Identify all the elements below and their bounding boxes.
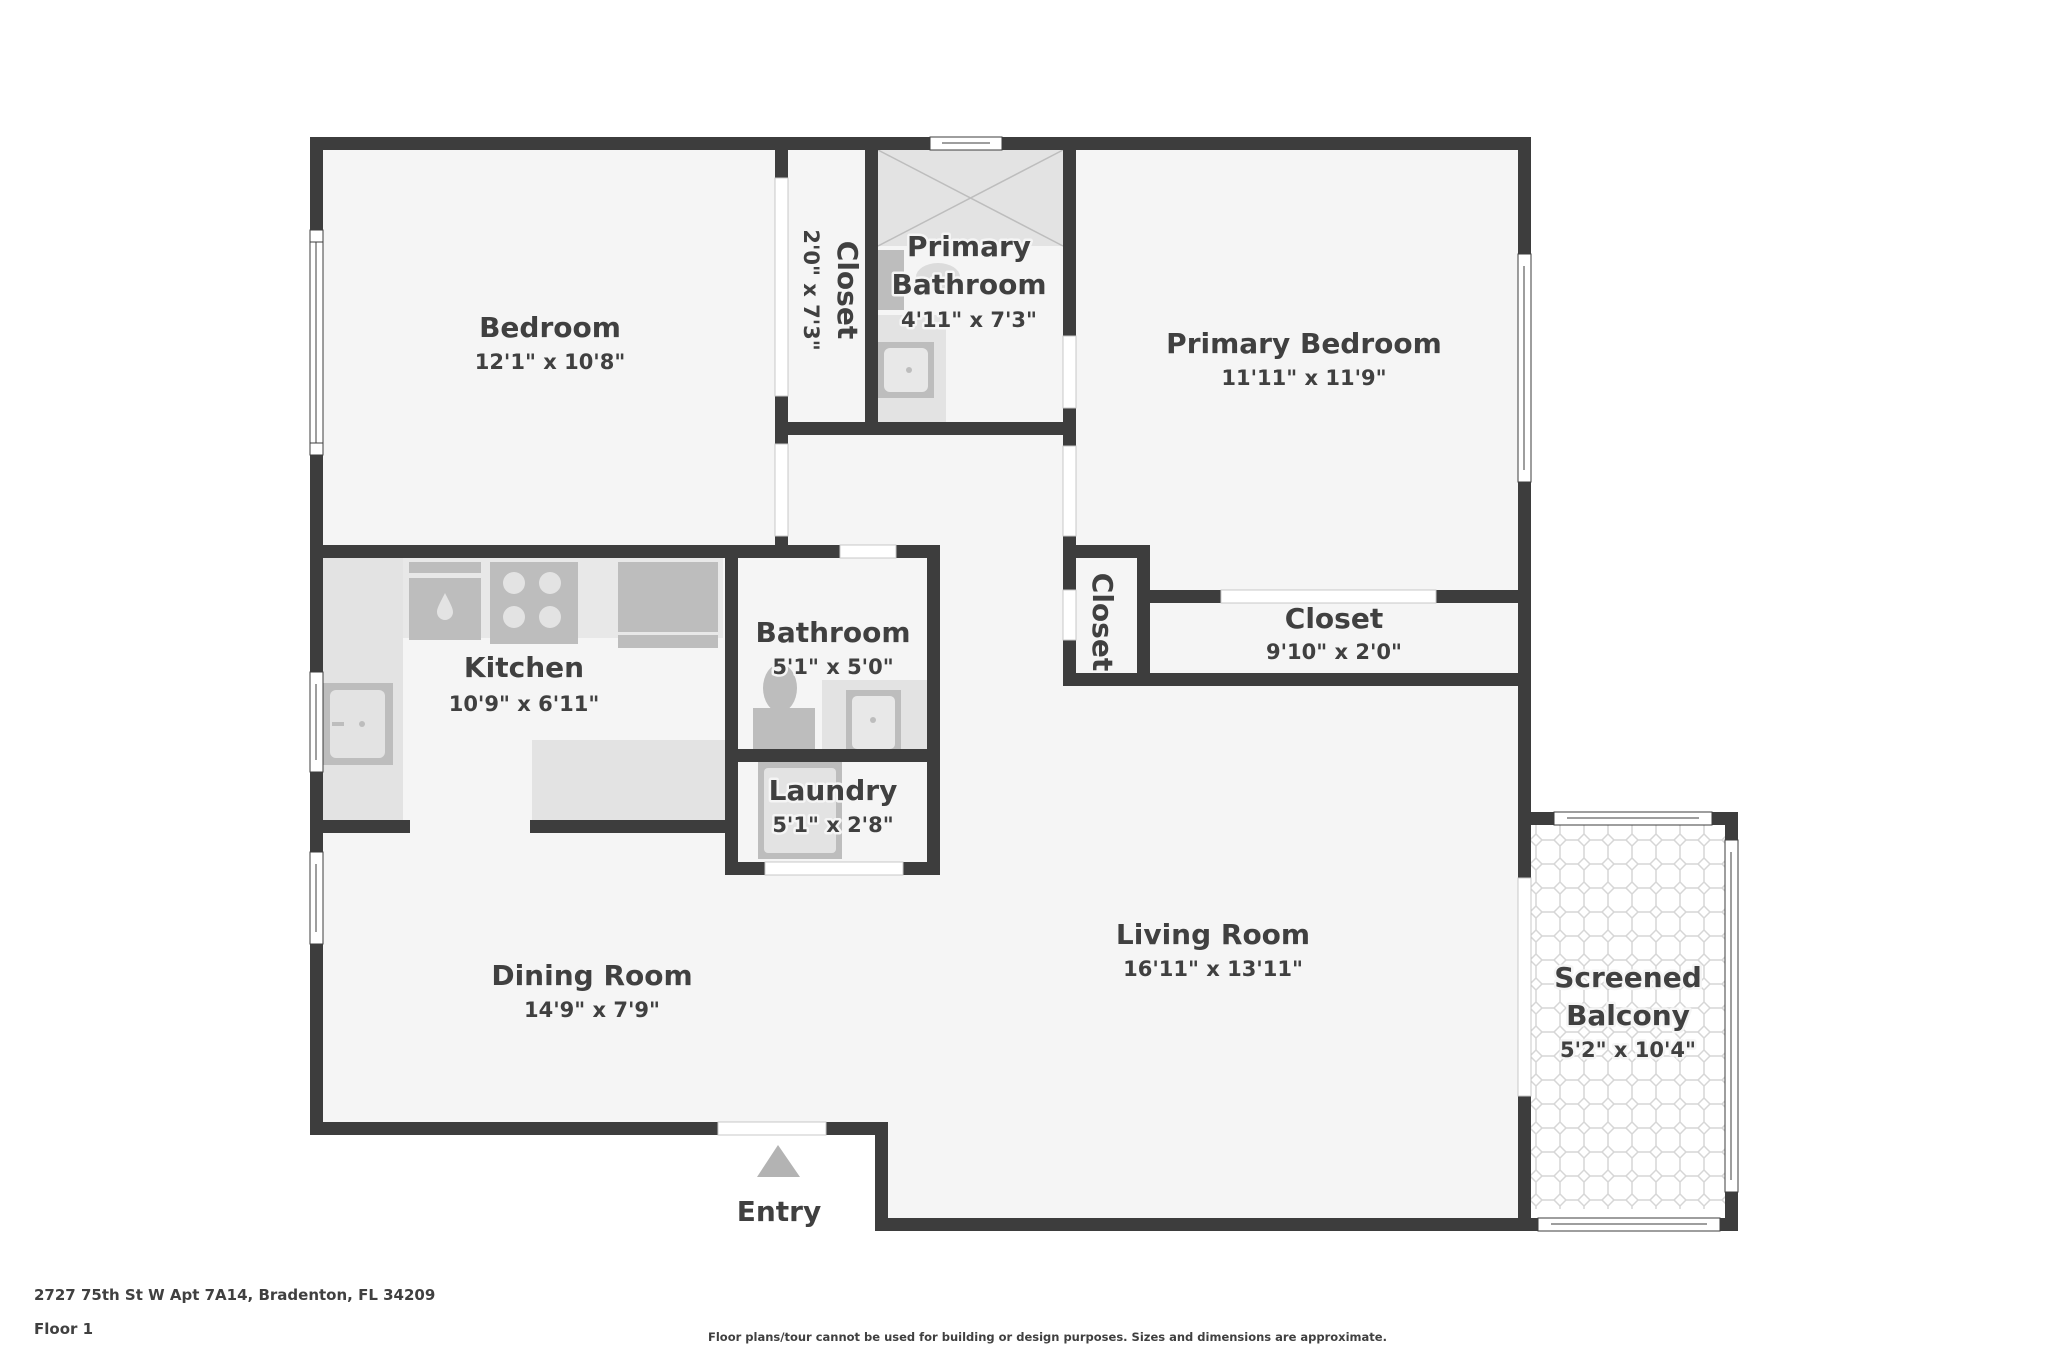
door-primary-bedroom [1062,445,1077,537]
balcony-screen-bottom [1537,1217,1721,1232]
room-closet-1: Closet 2'0" x 7'3" [799,229,864,350]
primary-toilet-bowl [916,263,960,291]
room-name: Dining Room [491,959,692,992]
room-screened-balcony: Screened Balcony 5'2" x 10'4" [1552,959,1705,1065]
entry-arrow-icon [757,1145,800,1177]
room-dims: 2'0" x 7'3" [799,229,823,350]
room-name: Living Room [1116,918,1310,951]
window-primary-bath [929,136,1003,151]
room-dims: 16'11" x 13'11" [1123,957,1303,981]
room-dims: 5'2" x 10'4" [1560,1038,1696,1062]
room-dims: 12'1" x 10'8" [475,350,626,374]
room-name-line2: Balcony [1566,999,1690,1032]
kitchen-sink-cabinet [409,562,481,573]
door-closet-2 [1062,589,1077,641]
room-kitchen: Kitchen 10'9" x 6'11" [446,649,602,719]
balcony-screen-right [1724,839,1739,1193]
stove [490,562,578,644]
room-bedroom: Bedroom 12'1" x 10'8" [475,311,626,374]
room-name-line1: Screened [1554,961,1702,994]
water-drop-icon [437,593,453,620]
entry-label: Entry [737,1195,822,1228]
room-living-room: Living Room 16'11" x 13'11" [1116,918,1310,981]
burner [539,606,561,628]
room-dims: 11'11" x 11'9" [1221,366,1386,390]
primary-toilet-tank [878,250,904,310]
room-dims: 9'10" x 2'0" [1266,640,1402,664]
door-bathroom [839,544,897,559]
door-bedroom [774,443,789,537]
openings [309,136,1739,1232]
room-closet-2: Closet [1086,573,1119,671]
room-name-line2: Bathroom [891,268,1046,301]
room-laundry: Laundry 5'1" x 2'8" [766,772,900,840]
room-dims: 10'9" x 6'11" [449,692,600,716]
window-bedroom [309,229,324,456]
window-kitchen [309,671,324,773]
wall-top [310,137,1531,150]
door-closet-1 [774,177,789,397]
balcony-floor [1531,825,1725,1209]
disclaimer: Floor plans/tour cannot be used for buil… [708,1330,1387,1344]
room-bathroom: Bathroom 5'1" x 5'0" [753,614,913,682]
burner [503,606,525,628]
room-dining-room: Dining Room 14'9" x 7'9" [491,959,692,1022]
room-labels: Bedroom 12'1" x 10'8" Closet 2'0" x 7'3"… [446,228,1705,1065]
room-dims: 14'9" x 7'9" [524,998,660,1022]
fixtures [323,149,1064,859]
burner [539,572,561,594]
entry-marker: Entry [737,1145,822,1228]
room-name: Closet [1086,573,1119,671]
door-closet-3 [1220,589,1437,604]
wall-jog [875,1122,888,1231]
room-name: Closet [831,241,864,339]
room-name-line1: Primary [907,230,1031,263]
toilet-bowl [763,664,797,712]
room-dims: 5'1" x 5'0" [772,655,893,679]
refrigerator [618,562,718,632]
balcony-screen-top [1553,811,1713,826]
room-dims: 5'1" x 2'8" [772,813,893,837]
kitchen-island-counter [532,740,725,820]
room-name: Primary Bedroom [1166,327,1442,360]
window-primary-bedroom [1517,253,1532,483]
wall-bottom-right [875,1218,1531,1231]
door-balcony [1517,877,1532,1097]
room-name: Bathroom [755,616,910,649]
room-name: Closet [1285,602,1383,635]
floor-label: Floor 1 [34,1320,94,1338]
room-closet-3: Closet 9'10" x 2'0" [1266,602,1402,664]
room-name: Kitchen [464,651,584,684]
room-primary-bedroom: Primary Bedroom 11'11" x 11'9" [1166,327,1442,390]
room-dims: 4'11" x 7'3" [901,308,1037,332]
door-laundry [764,861,904,876]
door-entry [717,1121,827,1136]
room-name: Bedroom [479,311,621,344]
door-primary-bath [1062,335,1077,409]
room-primary-bathroom: Primary Bathroom 4'11" x 7'3" [889,228,1049,335]
property-address: 2727 75th St W Apt 7A14, Bradenton, FL 3… [34,1286,436,1304]
toilet-tank [753,708,815,749]
room-name: Laundry [769,774,898,807]
window-dining [309,851,324,945]
burner [503,572,525,594]
